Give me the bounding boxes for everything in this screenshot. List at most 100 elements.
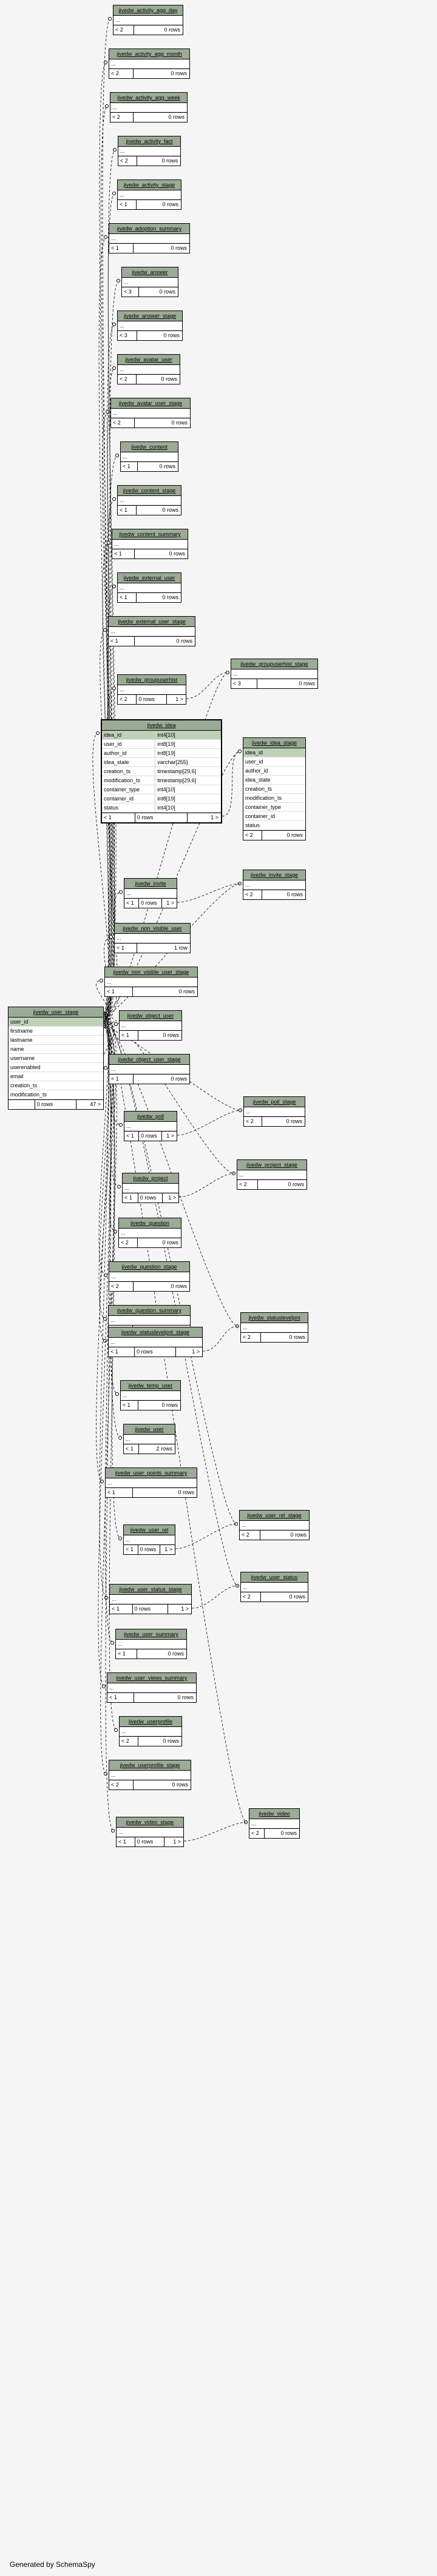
table-name[interactable]: jivedw_object_user — [127, 1013, 174, 1019]
table-name[interactable]: jivedw_content_summary — [119, 531, 181, 537]
table-name[interactable]: jivedw_groupuserhist — [126, 677, 178, 683]
table-title[interactable]: jivedw_groupuserhist — [118, 675, 186, 685]
table-title[interactable]: jivedw_userprofile_stage — [109, 1760, 191, 1771]
table-title[interactable]: jivedw_answer_stage — [118, 311, 182, 321]
table-name[interactable]: jivedw_object_user_stage — [118, 1056, 181, 1062]
table-name[interactable]: jivedw_question_summary — [117, 1307, 182, 1313]
table-name[interactable]: jivedw_question_stage — [121, 1264, 177, 1270]
table-title[interactable]: jivedw_non_visible_user_stage — [105, 967, 197, 978]
table-name[interactable]: jivedw_content_stage — [123, 488, 176, 494]
table-title[interactable]: jivedw_video — [249, 1809, 299, 1819]
table-title[interactable]: jivedw_external_user_stage — [109, 617, 195, 627]
table-name[interactable]: jivedw_avatar_user — [125, 357, 172, 363]
table-title[interactable]: jivedw_object_user — [120, 1011, 181, 1021]
table-name[interactable]: jivedw_video_stage — [126, 1819, 174, 1825]
table-title[interactable]: jivedw_invite_stage — [243, 870, 305, 880]
table-title[interactable]: jivedw_question_summary — [109, 1306, 190, 1316]
table-title[interactable]: jivedw_user — [124, 1424, 175, 1435]
table-title[interactable]: jivedw_question_stage — [109, 1262, 189, 1272]
table-name[interactable]: jivedw_user_status — [251, 1574, 298, 1580]
table-title[interactable]: jivedw_project_stage — [237, 1160, 307, 1170]
table-name[interactable]: jivedw_activity_agg_week — [117, 95, 180, 101]
table-title[interactable]: jivedw_non_visible_user — [115, 924, 190, 934]
table-name[interactable]: jivedw_non_visible_user — [123, 925, 182, 931]
table-name[interactable]: jivedw_project_stage — [246, 1162, 298, 1168]
table-name[interactable]: jivedw_answer — [132, 269, 168, 275]
table-name[interactable]: jivedw_invite_stage — [250, 872, 299, 878]
table-name[interactable]: jivedw_user_status_stage — [119, 1586, 182, 1592]
table-name[interactable]: jivedw_activity_fact — [126, 138, 173, 144]
table-title[interactable]: jivedw_user_views_summary — [107, 1673, 196, 1683]
table-title[interactable]: jivedw_user_rel_stage — [240, 1511, 309, 1521]
table-title[interactable]: jivedw_activity_agg_month — [109, 49, 189, 59]
table-title[interactable]: jivedw_activity_stage — [118, 180, 181, 190]
table-title[interactable]: jivedw_activity_agg_day — [113, 5, 183, 16]
table-name[interactable]: jivedw_userprofile_stage — [120, 1762, 180, 1768]
table-title[interactable]: jivedw_user_points_summary — [106, 1468, 197, 1478]
table-title[interactable]: jivedw_project — [123, 1173, 178, 1184]
table-name[interactable]: jivedw_adoption_summary — [117, 226, 182, 232]
table-name[interactable]: jivedw_answer_stage — [123, 313, 177, 319]
table-name[interactable]: jivedw_activity_stage — [123, 182, 175, 188]
table-name[interactable]: jivedw_project — [133, 1175, 168, 1181]
table-title[interactable]: jivedw_statuslevelpnt_stage — [109, 1327, 202, 1338]
table-title[interactable]: jivedw_adoption_summary — [109, 224, 189, 234]
table-name[interactable]: jivedw_poll — [137, 1113, 164, 1119]
table-name[interactable]: jivedw_user_summary — [124, 1631, 178, 1637]
table-name[interactable]: jivedw_statuslevelpnt_stage — [121, 1329, 190, 1335]
table-name[interactable]: jivedw_idea_stage — [251, 740, 297, 746]
table-title[interactable]: jivedw_user_status — [241, 1572, 308, 1583]
table-title[interactable]: jivedw_invite — [124, 879, 177, 889]
table-name[interactable]: jivedw_statuslevelpnt — [248, 1315, 300, 1321]
table-title[interactable]: jivedw_idea — [102, 720, 221, 731]
table-title[interactable]: jivedw_content — [121, 442, 178, 452]
table-name[interactable]: jivedw_invite — [135, 880, 166, 887]
table-name[interactable]: jivedw_activity_agg_day — [118, 7, 178, 13]
table-name[interactable]: jivedw_external_user — [123, 575, 175, 581]
table-title[interactable]: jivedw_poll_stage — [244, 1097, 305, 1107]
table-title[interactable]: jivedw_idea_stage — [243, 738, 305, 748]
table-name[interactable]: jivedw_groupuserhist_stage — [240, 661, 308, 667]
table-title[interactable]: jivedw_video_stage — [117, 1817, 183, 1828]
table-name[interactable]: jivedw_avatar_user_stage — [118, 400, 183, 406]
table-title[interactable]: jivedw_statuslevelpnt — [241, 1313, 308, 1323]
table-title[interactable]: jivedw_content_stage — [118, 486, 181, 496]
table-name[interactable]: jivedw_video — [259, 1811, 290, 1817]
table-name[interactable]: jivedw_idea — [147, 722, 176, 728]
table-title[interactable]: jivedw_activity_agg_week — [110, 93, 187, 103]
table-title[interactable]: jivedw_user_stage — [8, 1007, 103, 1018]
table-title[interactable]: jivedw_question — [119, 1218, 181, 1229]
